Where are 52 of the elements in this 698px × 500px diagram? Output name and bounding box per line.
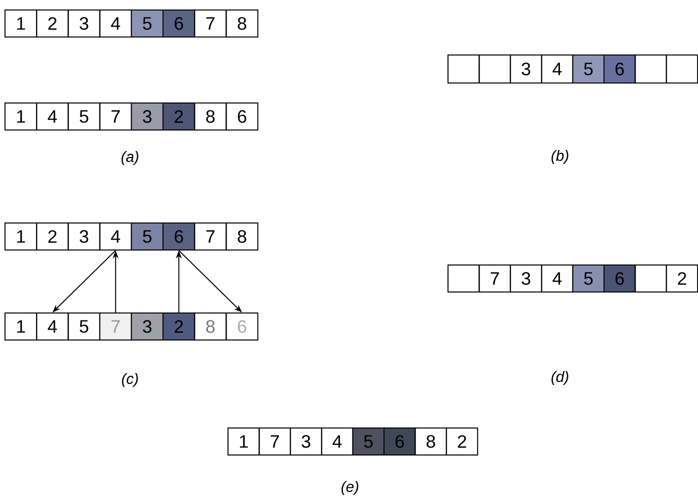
number-cell: 3: [290, 427, 322, 456]
number-cell: 1: [4, 312, 38, 340]
number-cell: 5: [130, 222, 164, 250]
number-cell: 6: [604, 54, 636, 84]
number-cell: 7: [194, 222, 227, 250]
number-cell: 2: [36, 222, 69, 250]
number-cell: 8: [414, 427, 447, 456]
number-cell: 1: [4, 10, 38, 38]
number-cell: 8: [226, 10, 258, 38]
number-cell: 3: [510, 264, 542, 292]
number-cell: 8: [194, 102, 227, 130]
number-cell: 5: [130, 10, 164, 38]
number-cell: 6: [384, 427, 416, 456]
number-cell: 3: [130, 102, 164, 130]
empty-cell: [448, 54, 480, 84]
number-cell: 2: [666, 264, 698, 292]
number-cell: 3: [510, 54, 542, 84]
number-cell: 1: [4, 102, 38, 130]
number-cell: 3: [130, 312, 164, 340]
number-cell: 6: [604, 264, 636, 292]
number-cell: 2: [446, 427, 478, 456]
number-cell: 8: [194, 312, 227, 340]
panel-caption: (a): [122, 151, 138, 165]
number-cell: 5: [572, 264, 604, 292]
number-cell: 2: [36, 10, 69, 38]
number-cell: 1: [228, 427, 260, 456]
number-cell: 3: [68, 222, 100, 250]
empty-cell: [478, 54, 511, 84]
panel-caption: (b): [552, 150, 568, 164]
number-cell: 5: [352, 427, 384, 456]
number-cell: 7: [258, 427, 291, 456]
panel-caption: (e): [342, 481, 358, 495]
empty-cell: [666, 54, 698, 84]
number-cell: 2: [162, 312, 196, 340]
number-cell: 5: [68, 102, 100, 130]
panel-caption: (c): [122, 373, 138, 387]
number-cell: 8: [226, 222, 258, 250]
number-cell: 7: [194, 10, 227, 38]
panel-caption: (d): [552, 371, 568, 385]
number-cell: 1: [4, 222, 38, 250]
number-cell: 6: [226, 102, 258, 130]
number-cell: 5: [572, 54, 604, 84]
number-cell: 2: [162, 102, 196, 130]
number-cell: 3: [68, 10, 100, 38]
number-cell: 7: [99, 312, 132, 340]
number-cell: 4: [36, 312, 69, 340]
empty-cell: [448, 264, 480, 292]
number-cell: 6: [162, 10, 196, 38]
number-cell: 6: [162, 222, 196, 250]
number-cell: 4: [36, 102, 69, 130]
number-cell: 7: [478, 264, 511, 292]
number-cell: 6: [226, 312, 258, 340]
